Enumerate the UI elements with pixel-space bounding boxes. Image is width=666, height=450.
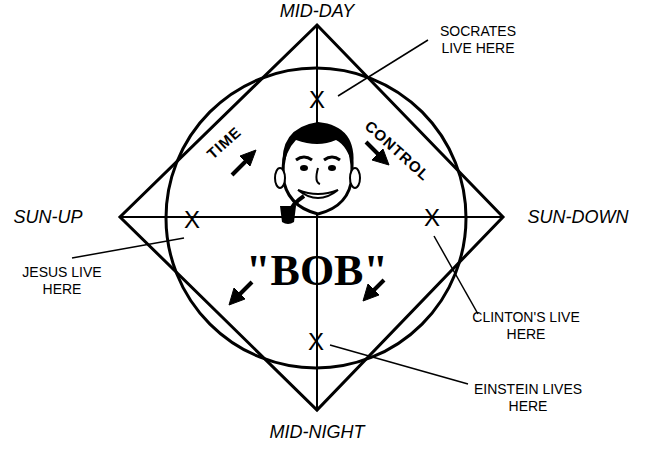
x-mark: X [184,206,200,234]
leader-line [338,40,428,96]
compass-label: MID-DAY [280,1,355,22]
compass-label: SUN-UP [13,207,82,228]
arrow-head [240,150,256,166]
x-mark: X [424,204,440,232]
callout-note: JESUS LIVE HERE [17,264,107,299]
name-title: "BOB" [246,245,388,296]
x-mark: X [309,86,325,114]
callout-note: EINSTEIN LIVES HERE [472,381,584,416]
arrow-head [229,288,245,305]
compass-label: MID-NIGHT [270,422,365,443]
leader-line [434,236,478,314]
bob-face [275,122,360,224]
leader-line [330,345,468,384]
cross-line [120,216,503,218]
compass-label: SUN-DOWN [528,207,629,228]
x-mark: X [308,328,324,356]
callout-note: CLINTON'S LIVE HERE [471,309,581,344]
diamond-outline [120,25,503,410]
callout-note: SOCRATES LIVE HERE [423,23,533,58]
leader-line [72,238,184,258]
